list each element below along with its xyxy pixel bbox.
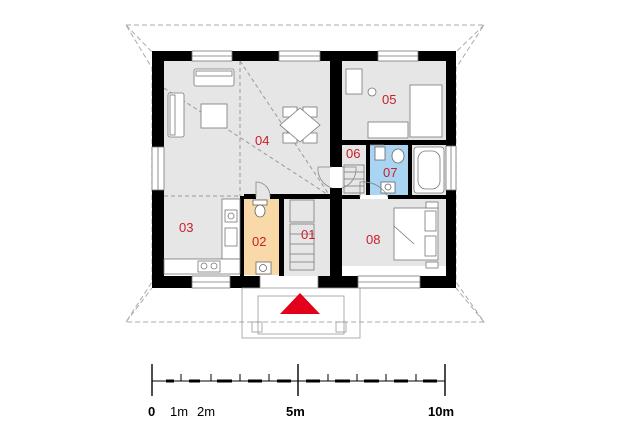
scale-label-2m: 2m <box>197 404 215 419</box>
room-floors <box>164 61 446 276</box>
wall-top-left <box>152 51 192 61</box>
walls <box>152 51 456 288</box>
wall-left <box>152 51 164 147</box>
dining-table-icon <box>279 106 321 144</box>
double-bed-icon <box>393 201 439 269</box>
scale-bar: 0 1m 2m 5m 10m <box>148 364 454 419</box>
doors <box>255 144 389 288</box>
scale-label-10m: 10m <box>428 404 454 419</box>
stairs-icon <box>289 199 315 271</box>
room-label-01: 01 <box>301 227 315 242</box>
hall-stairs-icon <box>343 164 365 194</box>
room-label-04: 04 <box>255 133 269 148</box>
wall-center-vertical <box>330 51 342 167</box>
room-label-05: 05 <box>382 92 396 107</box>
scale-label-0: 0 <box>148 404 155 419</box>
sofa-icon <box>167 68 235 138</box>
entry-arrow-icon <box>280 293 320 314</box>
floor-hall01 <box>284 199 332 276</box>
scale-label-5m: 5m <box>286 404 305 419</box>
room-label-03: 03 <box>179 220 193 235</box>
bathtub-icon <box>413 146 445 194</box>
windows <box>151 50 457 289</box>
bed-icon <box>345 68 443 139</box>
room-label-02: 02 <box>252 234 266 249</box>
room-label-08: 08 <box>366 232 380 247</box>
dashed-dividers <box>163 60 331 197</box>
room-label-07: 07 <box>383 165 397 180</box>
bath-fixtures <box>374 146 405 194</box>
kitchen-counter-icon <box>163 198 241 275</box>
wall-right <box>446 51 456 146</box>
sink-icon <box>255 261 272 275</box>
scale-label-1m: 1m <box>170 404 188 419</box>
room-label-06: 06 <box>346 146 360 161</box>
wall-bottom <box>152 276 192 288</box>
toilet-icon <box>252 199 268 218</box>
